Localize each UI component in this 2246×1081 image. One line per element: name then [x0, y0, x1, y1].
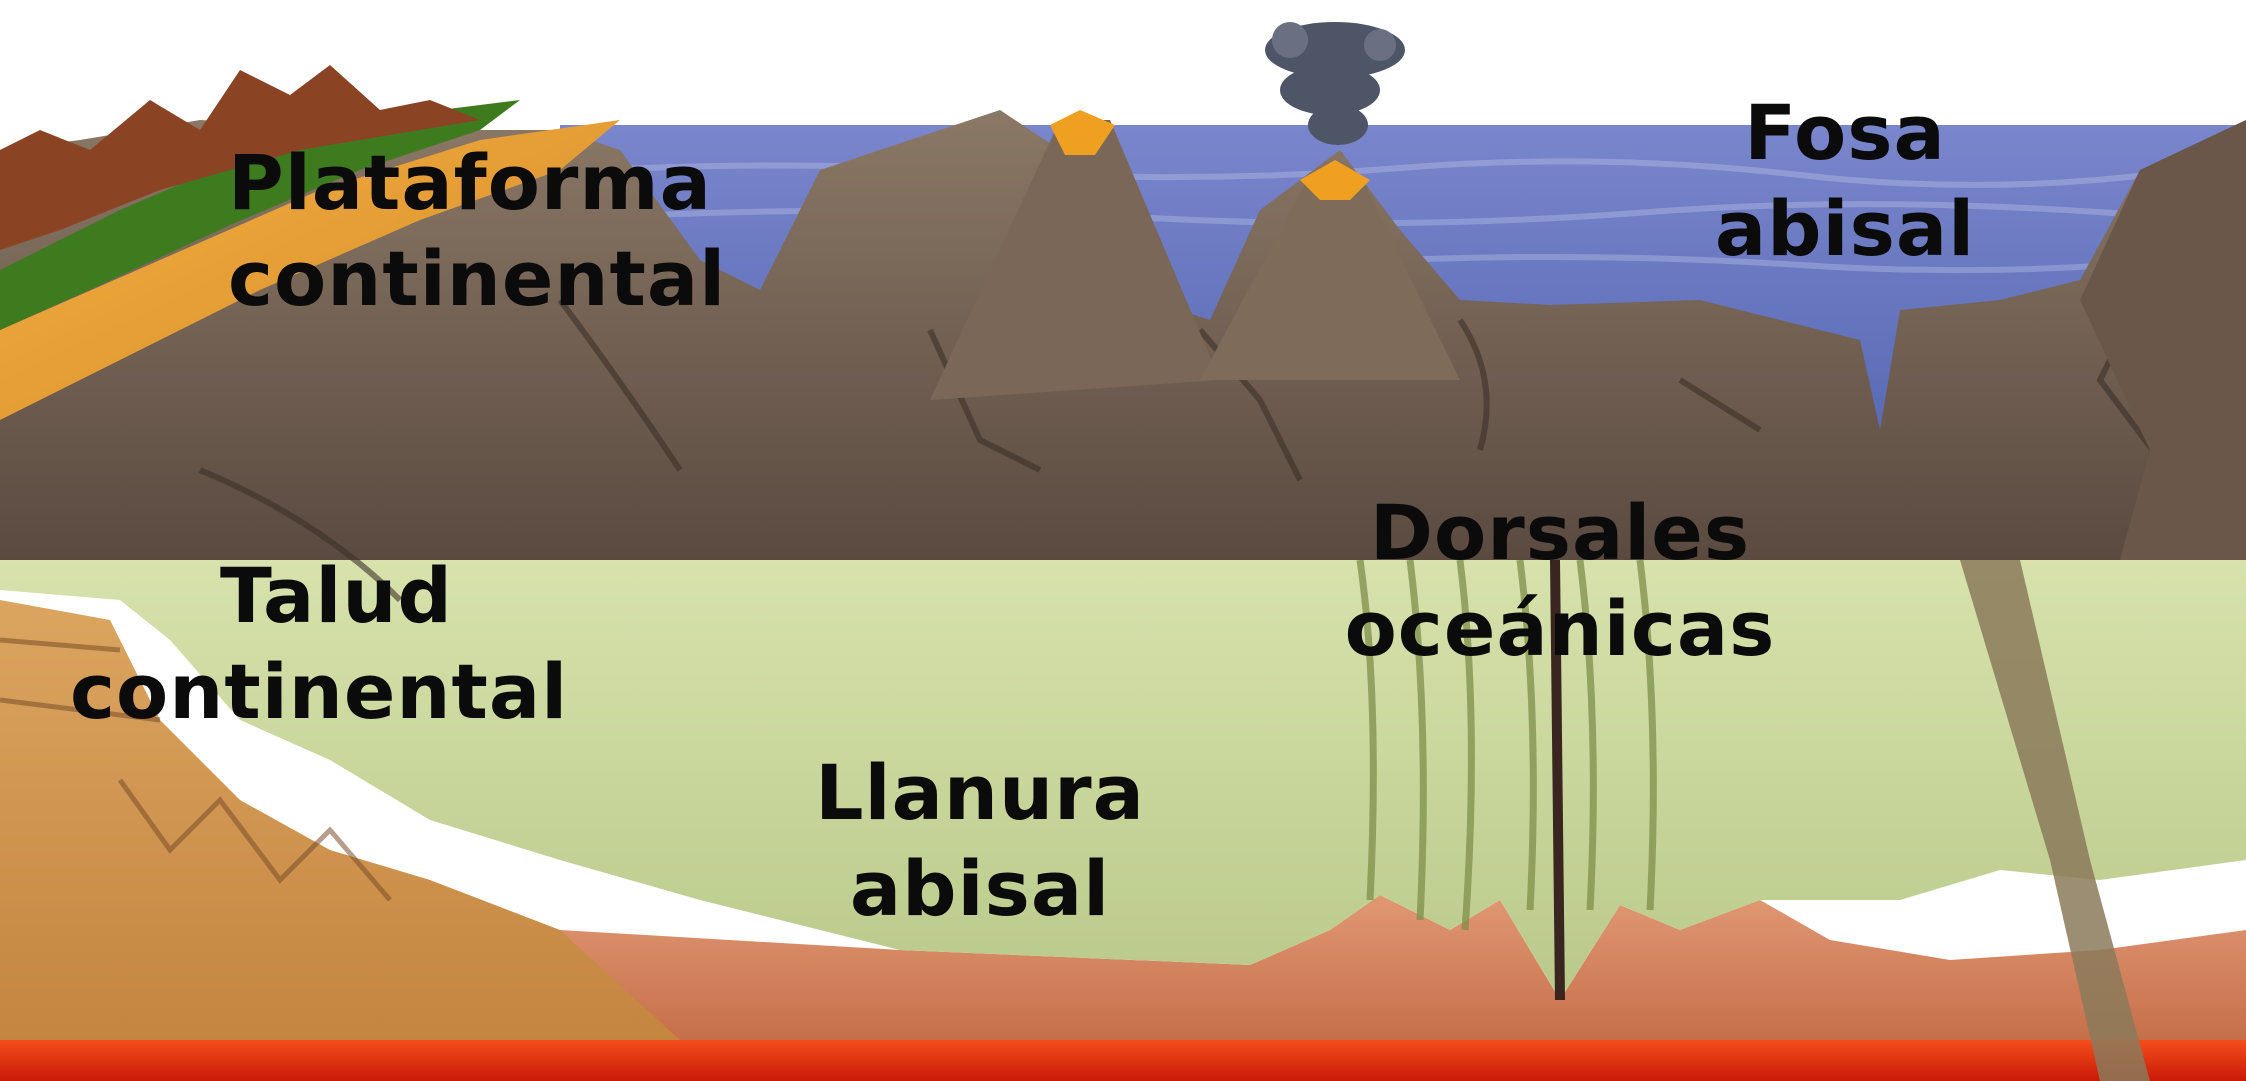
label-plataforma-line1: Plataforma: [228, 135, 726, 231]
label-llanura-line2: abisal: [790, 841, 1170, 937]
label-plataforma-continental: Plataforma continental: [228, 135, 726, 327]
label-dorsales-line1: Dorsales: [1340, 485, 1780, 581]
label-dorsales-line2: oceánicas: [1340, 581, 1780, 677]
label-fosa-line2: abisal: [1700, 181, 1990, 277]
label-plataforma-line2: continental: [228, 231, 726, 327]
label-llanura-line1: Llanura: [790, 745, 1170, 841]
label-fosa-abisal: Fosa abisal: [1700, 85, 1990, 277]
label-talud-line2: continental: [70, 644, 568, 740]
label-talud-line1: Talud: [70, 548, 568, 644]
label-talud-continental: Talud continental: [70, 548, 568, 740]
label-llanura-abisal: Llanura abisal: [790, 745, 1170, 937]
label-dorsales-oceanicas: Dorsales oceánicas: [1340, 485, 1780, 677]
label-fosa-line1: Fosa: [1700, 85, 1990, 181]
